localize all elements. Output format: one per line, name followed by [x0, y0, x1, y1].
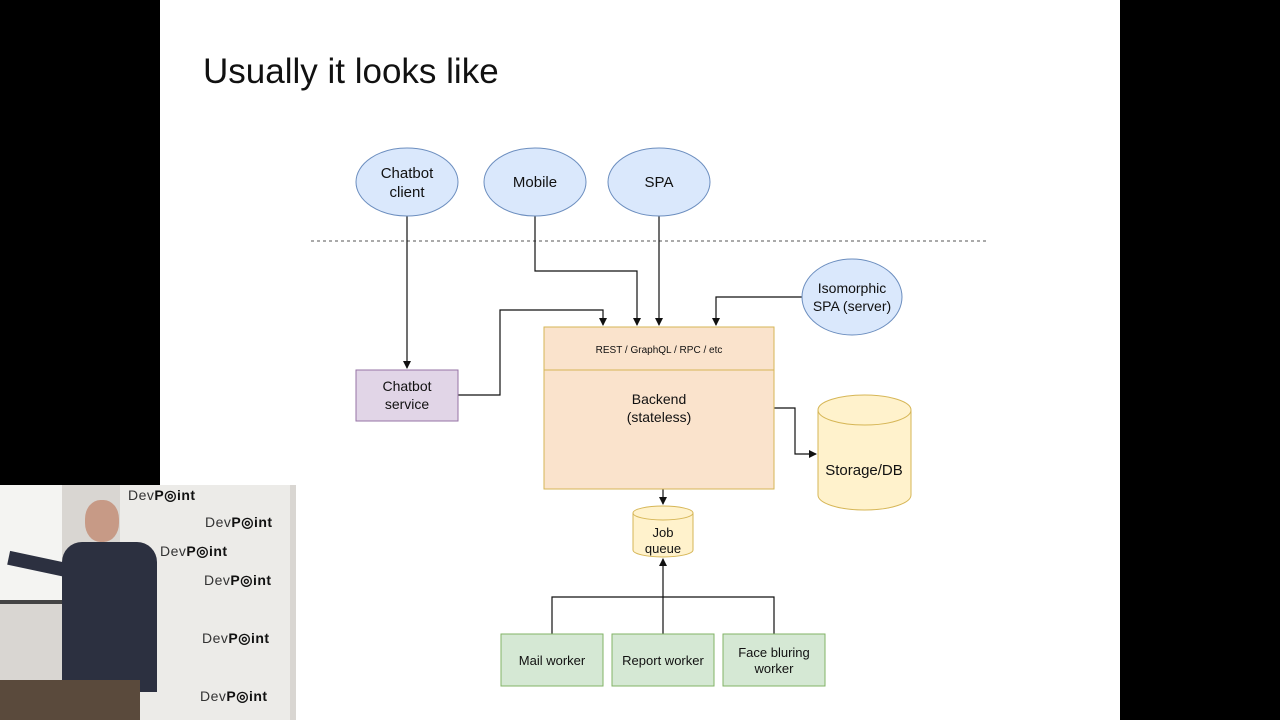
devpoint-logo: DevP◎int [205, 514, 273, 530]
svg-text:Backend: Backend [632, 391, 686, 407]
svg-text:Mobile: Mobile [513, 174, 557, 191]
svg-text:Storage/DB: Storage/DB [825, 462, 903, 479]
devpoint-logo: DevP◎int [160, 543, 228, 559]
speaker-head [85, 500, 119, 542]
svg-text:worker: worker [753, 661, 794, 676]
node-isomorphic-spa: Isomorphic SPA (server) [801, 258, 903, 336]
svg-text:SPA: SPA [645, 174, 674, 191]
svg-text:Isomorphic: Isomorphic [818, 280, 886, 296]
node-spa: SPA [607, 147, 711, 217]
devpoint-logo: DevP◎int [128, 487, 196, 503]
api-layer-label: REST / GraphQL / RPC / etc [596, 345, 723, 356]
speaker-body [62, 542, 157, 692]
svg-text:(stateless): (stateless) [627, 409, 692, 425]
devpoint-logo: DevP◎int [202, 630, 270, 646]
projector-screen [0, 485, 62, 604]
devpoint-logo: DevP◎int [204, 572, 272, 588]
node-job-queue: Job queue [632, 505, 694, 558]
svg-text:Chatbot: Chatbot [382, 378, 431, 394]
svg-text:Mail worker: Mail worker [519, 653, 586, 668]
edge-service-to-api [458, 309, 607, 396]
speaker-video-inset: DevP◎int DevP◎int DevP◎int DevP◎int DevP… [0, 485, 296, 720]
devpoint-logo: DevP◎int [200, 688, 268, 704]
svg-text:Report worker: Report worker [622, 653, 704, 668]
node-storage-db: Storage/DB [817, 394, 912, 511]
svg-text:client: client [389, 184, 425, 201]
podium [0, 680, 140, 720]
node-chatbot-client: Chatbot client [355, 147, 459, 217]
architecture-diagram: Chatbot client Mobile SPA Isomorphic SPA… [311, 147, 986, 687]
svg-text:queue: queue [645, 541, 681, 556]
node-chatbot-service: Chatbot service [355, 369, 459, 422]
presentation-slide: Usually it looks like Chatbot [160, 0, 1120, 720]
svg-text:SPA (server): SPA (server) [813, 298, 891, 314]
svg-text:service: service [385, 396, 430, 412]
svg-text:Chatbot: Chatbot [381, 165, 434, 182]
svg-text:Face bluring: Face bluring [738, 645, 810, 660]
node-face-bluring-worker: Face bluring worker [722, 633, 826, 687]
edge-isomorphic-to-api [712, 296, 802, 326]
edge-mobile-to-api [534, 216, 641, 326]
node-backend: REST / GraphQL / RPC / etc Backend (stat… [543, 326, 775, 490]
svg-text:Job: Job [653, 525, 674, 540]
node-mobile: Mobile [483, 147, 587, 217]
edge-backend-to-storage [774, 407, 817, 458]
node-mail-worker: Mail worker [500, 633, 604, 687]
slide-title: Usually it looks like [203, 52, 499, 91]
node-report-worker: Report worker [611, 633, 715, 687]
